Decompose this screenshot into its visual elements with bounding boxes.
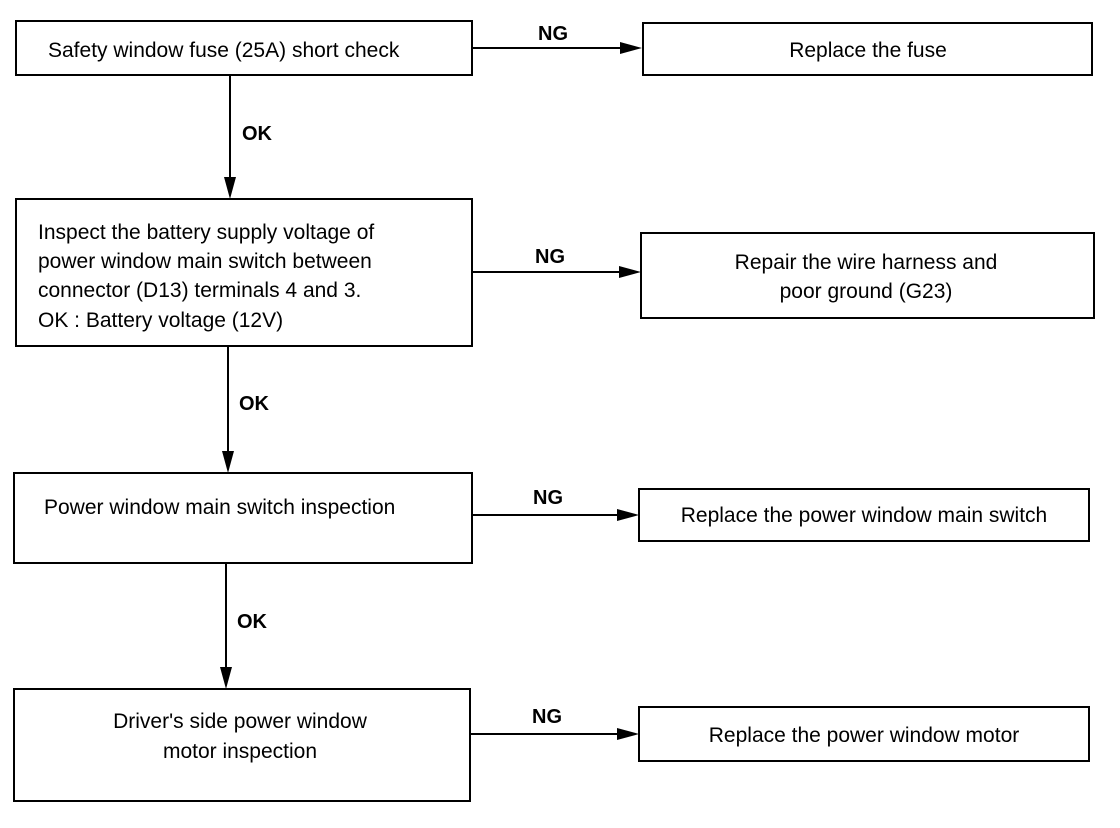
arrowhead bbox=[620, 42, 642, 54]
node-replace-main-switch-line-1: Replace the power window main switch bbox=[681, 504, 1048, 527]
node-replace-fuse-line-1: Replace the fuse bbox=[789, 39, 947, 62]
edge-battery-voltage-check-to-main-switch-inspection: OK bbox=[222, 346, 270, 473]
node-replace-motor-line-1: Replace the power window motor bbox=[709, 724, 1020, 747]
edge-battery-voltage-check-to-repair-harness: NG bbox=[472, 246, 641, 278]
node-repair-harness: Repair the wire harness and poor ground … bbox=[640, 232, 1095, 319]
edge-label-ng: NG bbox=[538, 23, 568, 45]
edge-label-ng: NG bbox=[532, 706, 562, 728]
arrowhead bbox=[222, 451, 234, 473]
edge-label-ok: OK bbox=[242, 123, 273, 145]
node-replace-fuse: Replace the fuse bbox=[642, 22, 1093, 76]
arrowhead bbox=[224, 177, 236, 199]
node-battery-voltage-check-line-3: connector (D13) terminals 4 and 3. bbox=[38, 279, 361, 302]
node-main-switch-inspection-line-1: Power window main switch inspection bbox=[44, 496, 395, 519]
node-motor-inspection-line-2: motor inspection bbox=[163, 740, 317, 763]
node-replace-motor: Replace the power window motor bbox=[638, 706, 1090, 762]
arrowhead bbox=[619, 266, 641, 278]
node-motor-inspection: Driver's side power window motor inspect… bbox=[13, 688, 471, 802]
edge-main-switch-inspection-to-replace-main-switch: NG bbox=[472, 487, 639, 521]
edge-fuse-check-to-replace-fuse: NG bbox=[472, 23, 642, 54]
node-fuse-check: Safety window fuse (25A) short check bbox=[15, 20, 473, 76]
edge-motor-inspection-to-replace-motor: NG bbox=[470, 706, 639, 740]
node-battery-voltage-check-line-4: OK : Battery voltage (12V) bbox=[38, 309, 283, 332]
node-repair-harness-line-1: Repair the wire harness and bbox=[735, 251, 998, 274]
arrowhead bbox=[617, 509, 639, 521]
node-fuse-check-line-1: Safety window fuse (25A) short check bbox=[48, 39, 400, 62]
edge-main-switch-inspection-to-motor-inspection: OK bbox=[220, 563, 268, 689]
edge-label-ok: OK bbox=[237, 611, 268, 633]
node-replace-main-switch: Replace the power window main switch bbox=[638, 488, 1090, 542]
node-battery-voltage-check: Inspect the battery supply voltage of po… bbox=[15, 198, 473, 347]
node-main-switch-inspection: Power window main switch inspection bbox=[13, 472, 473, 564]
node-battery-voltage-check-line-2: power window main switch between bbox=[38, 250, 372, 273]
arrowhead bbox=[220, 667, 232, 689]
edge-label-ng: NG bbox=[535, 246, 565, 268]
node-battery-voltage-check-line-1: Inspect the battery supply voltage of bbox=[38, 221, 374, 244]
edge-label-ng: NG bbox=[533, 487, 563, 509]
edge-fuse-check-to-battery-voltage-check: OK bbox=[224, 75, 273, 199]
node-motor-inspection-line-1: Driver's side power window bbox=[113, 710, 368, 733]
edge-label-ok: OK bbox=[239, 393, 270, 415]
arrowhead bbox=[617, 728, 639, 740]
node-repair-harness-line-2: poor ground (G23) bbox=[780, 280, 953, 303]
